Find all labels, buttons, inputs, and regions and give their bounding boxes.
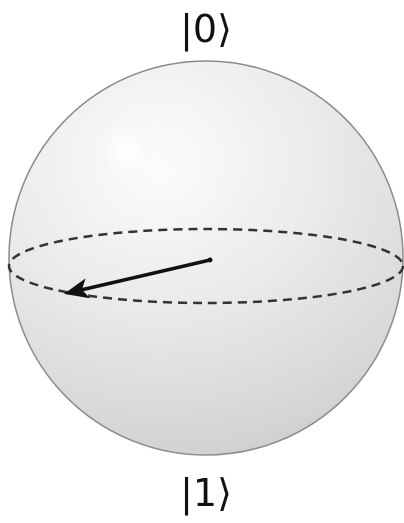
top-state-label: |0⟩	[180, 7, 232, 52]
sphere-highlight	[103, 118, 147, 182]
state-vector-origin	[208, 258, 213, 263]
bottom-state-label: |1⟩	[180, 471, 232, 516]
sphere-lower-shade	[10, 62, 402, 454]
